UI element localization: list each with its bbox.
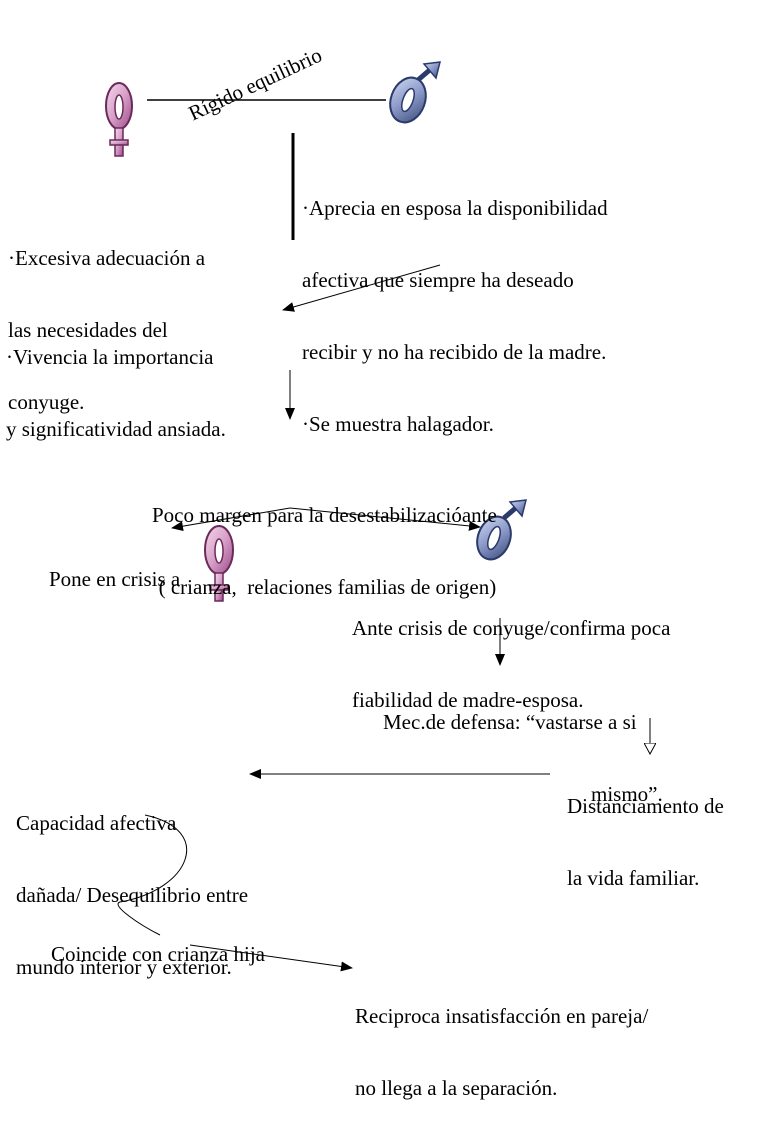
- diagram-canvas: Rígido equilibrio ·Aprecia en esposa la …: [6, 43, 766, 1100]
- coincide-text: Coincide con crianza hija: [51, 942, 265, 966]
- arrow-to-reciproca: [189, 944, 353, 972]
- arrow-to-male-symbol: [289, 507, 481, 531]
- capacidad-afectiva-text: Capacidad afectiva dañada/ Desequilibrio…: [16, 811, 249, 979]
- distanciamiento-text: Distanciamento de la vida familiar.: [567, 794, 724, 890]
- female-traits-text: ·Excesiva adecuación a las necesidades d…: [8, 246, 206, 414]
- poco-margen-text: Poco margen para la desestabilizacióante…: [152, 503, 497, 599]
- reciproca-text: Reciproca insatisfacción en pareja/ no l…: [355, 1004, 649, 1100]
- arrow-to-pone-en-crisis: [171, 507, 291, 532]
- pone-en-crisis-text: Pone en crisis a: [49, 567, 181, 591]
- female-symbol-icon: [105, 82, 133, 157]
- female-symbol-icon-middle: [204, 525, 234, 602]
- ante-crisis-text: Ante crisis de conyuge/confirma poca fia…: [352, 616, 671, 712]
- male-traits-text: ·Aprecia en esposa la disponibilidad afe…: [302, 196, 608, 436]
- curve-capacidad-to-coincide: [117, 814, 188, 936]
- male-symbol-icon-middle: [476, 499, 527, 561]
- arrow-halagador-to-vivencia: [282, 264, 441, 312]
- vivencia-text: ·Vivencia la importancia y significativi…: [6, 345, 226, 441]
- male-symbol-icon: [389, 61, 441, 124]
- connector-layer: [105, 61, 766, 972]
- mecanismo-defensa-text: Mec.de defensa: “vastarse a si mismo”.: [383, 710, 663, 806]
